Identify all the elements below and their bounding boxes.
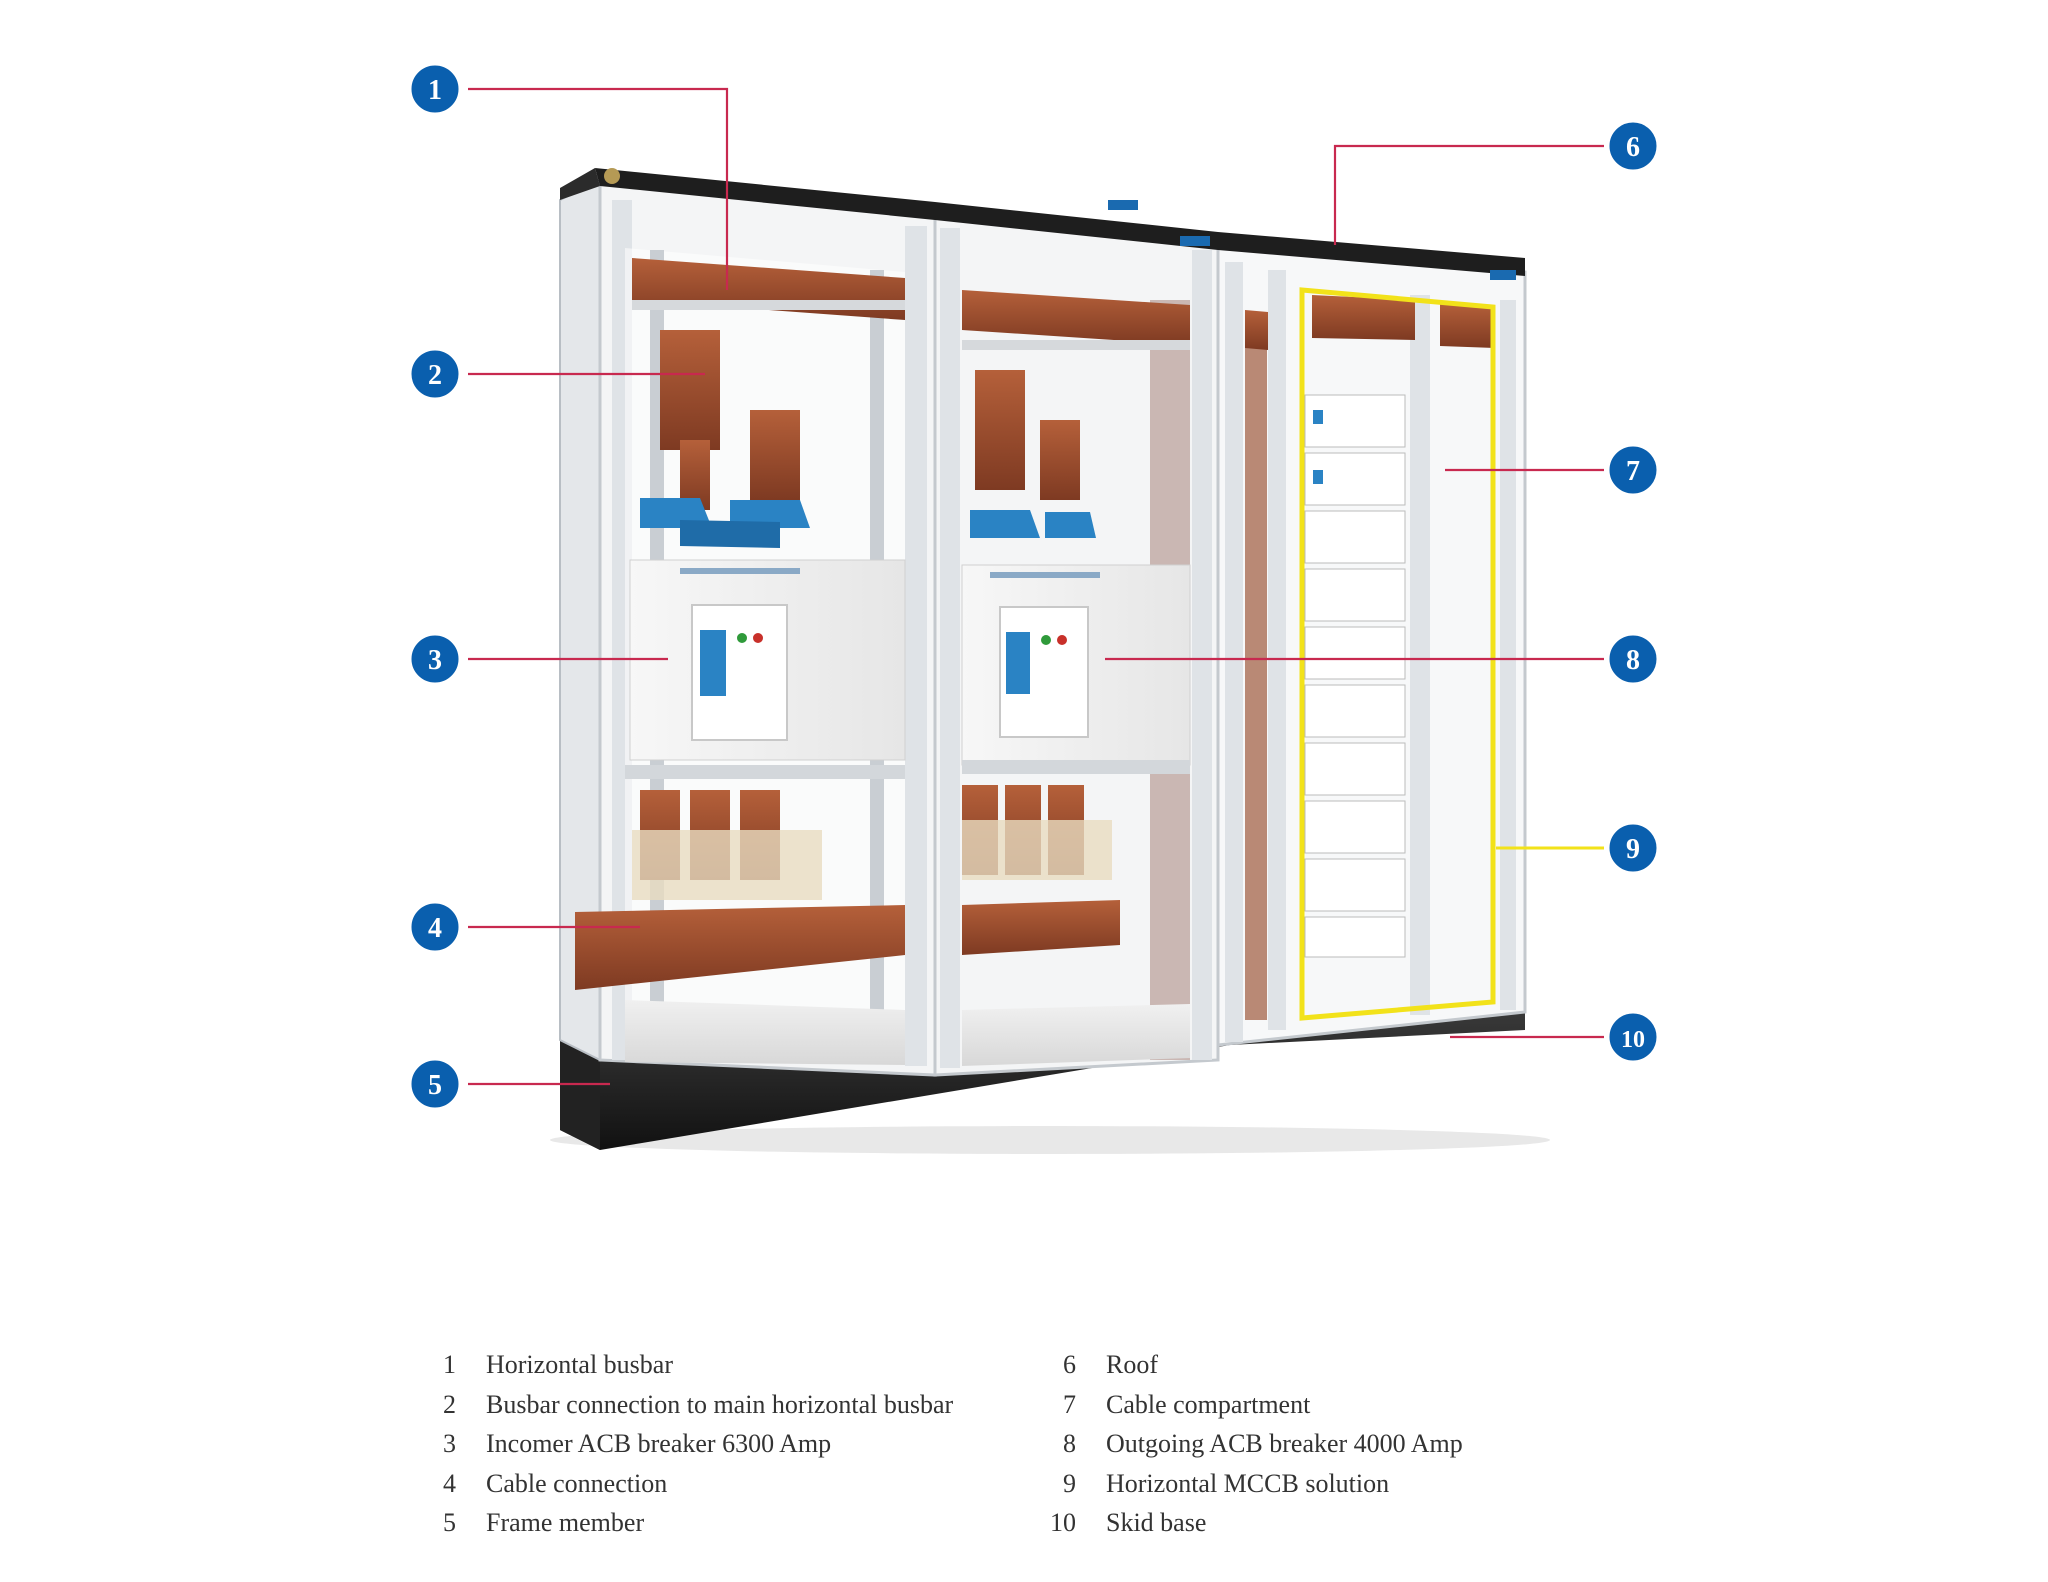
callout-badge-10: 10 — [1621, 1027, 1645, 1053]
callout-badge-2: 2 — [428, 360, 442, 391]
legend-row: 7 Cable compartment — [1040, 1390, 1660, 1430]
legend-label: Roof — [1106, 1350, 1158, 1380]
legend-label: Outgoing ACB breaker 4000 Amp — [1106, 1429, 1463, 1459]
legend-label: Cable connection — [486, 1469, 667, 1499]
switchgear-cabinet — [550, 168, 1550, 1154]
legend-label: Horizontal busbar — [486, 1350, 673, 1380]
legend-number: 7 — [1040, 1390, 1076, 1420]
legend-row: 3 Incomer ACB breaker 6300 Amp — [420, 1429, 1040, 1469]
legend-number: 10 — [1040, 1508, 1076, 1538]
callout-badge-6: 6 — [1626, 132, 1640, 163]
legend-row: 1 Horizontal busbar — [420, 1350, 1040, 1390]
legend-label: Skid base — [1106, 1508, 1206, 1538]
callout-badge-7: 7 — [1626, 456, 1640, 487]
legend-left-column: 1 Horizontal busbar 2 Busbar connection … — [420, 1350, 1040, 1548]
section-3-frame — [1218, 245, 1525, 1045]
legend-row: 8 Outgoing ACB breaker 4000 Amp — [1040, 1429, 1660, 1469]
legend-number: 2 — [420, 1390, 456, 1420]
legend-row: 9 Horizontal MCCB solution — [1040, 1469, 1660, 1509]
callout-badge-8: 8 — [1626, 645, 1640, 676]
callout-badge-4: 4 — [428, 913, 442, 944]
legend-label: Cable compartment — [1106, 1390, 1310, 1420]
callout-badge-1: 1 — [428, 75, 442, 106]
legend-number: 1 — [420, 1350, 456, 1380]
legend-label: Busbar connection to main horizontal bus… — [486, 1390, 953, 1420]
legend-number: 9 — [1040, 1469, 1076, 1499]
callout-badge-9: 9 — [1626, 834, 1640, 865]
legend-row: 10 Skid base — [1040, 1508, 1660, 1548]
callout-badge-5: 5 — [428, 1070, 442, 1101]
outgoing-acb-breaker — [962, 565, 1190, 765]
legend-row: 2 Busbar connection to main horizontal b… — [420, 1390, 1040, 1430]
mccb-modules — [1305, 395, 1405, 957]
callout-badge-3: 3 — [428, 645, 442, 676]
legend-number: 6 — [1040, 1350, 1076, 1380]
legend-number: 5 — [420, 1508, 456, 1538]
legend-number: 8 — [1040, 1429, 1076, 1459]
legend-row: 5 Frame member — [420, 1508, 1040, 1548]
legend-row: 6 Roof — [1040, 1350, 1660, 1390]
leader-line-6 — [1335, 146, 1604, 245]
legend-label: Frame member — [486, 1508, 644, 1538]
legend-number: 3 — [420, 1429, 456, 1459]
legend-row: 4 Cable connection — [420, 1469, 1040, 1509]
legend-right-column: 6 Roof 7 Cable compartment 8 Outgoing AC… — [1040, 1350, 1660, 1548]
incomer-acb-breaker — [630, 560, 905, 760]
legend-label: Horizontal MCCB solution — [1106, 1469, 1389, 1499]
legend-label: Incomer ACB breaker 6300 Amp — [486, 1429, 831, 1459]
legend-number: 4 — [420, 1469, 456, 1499]
